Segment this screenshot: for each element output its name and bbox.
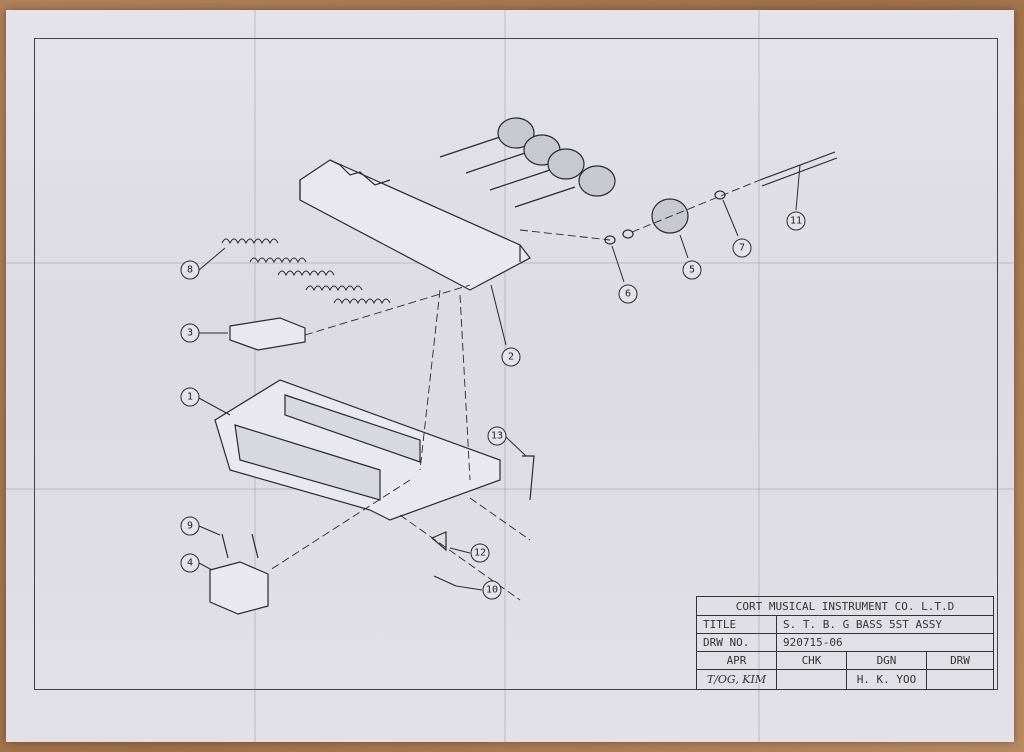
callout-8 — [180, 260, 200, 280]
apr-label: APR — [697, 652, 777, 669]
thumb-screws — [439, 117, 616, 208]
right-parts — [604, 151, 838, 245]
screw-10 — [433, 575, 457, 587]
drw-label: DRW — [950, 654, 970, 667]
callout-label: 13 — [491, 431, 503, 442]
callout-label: 10 — [486, 585, 498, 596]
tb-header-row: APR CHK DGN DRW — [697, 652, 993, 670]
screw-12 — [430, 531, 447, 552]
callout-label: 6 — [625, 289, 631, 300]
drw-no-label: DRW NO. — [697, 634, 777, 651]
callout-9 — [180, 516, 200, 536]
part-small-block — [209, 561, 269, 615]
tb-drwno-row: DRW NO. 920715-06 — [697, 634, 993, 652]
title-label: TITLE — [697, 616, 777, 633]
callout-12 — [470, 543, 490, 563]
callout-label: 8 — [187, 265, 193, 276]
callout-label: 12 — [474, 548, 486, 559]
company-name: CORT MUSICAL INSTRUMENT CO. L.T.D — [735, 599, 955, 613]
tb-title-row: TITLE S. T. B. G BASS 5ST ASSY — [697, 616, 993, 634]
tb-company-row: CORT MUSICAL INSTRUMENT CO. L.T.D — [697, 597, 993, 616]
callout-6 — [618, 284, 638, 304]
callout-10 — [482, 580, 502, 600]
fold-line — [254, 10, 256, 742]
fold-line — [504, 10, 506, 742]
dgn-label: DGN — [847, 652, 927, 669]
callout-1 — [180, 387, 200, 407]
callout-2 — [501, 347, 521, 367]
callout-11 — [786, 211, 806, 231]
springs — [221, 238, 391, 305]
part-block — [229, 317, 306, 351]
title-block: CORT MUSICAL INSTRUMENT CO. L.T.D TITLE … — [696, 596, 994, 690]
callout-label: 9 — [187, 521, 193, 532]
tb-sign-row: T/OG, KIM H. K. YOO — [697, 670, 993, 689]
callout-3 — [180, 323, 200, 343]
callout-13 — [487, 426, 507, 446]
chk-label: CHK — [777, 652, 847, 669]
callout-label: 3 — [187, 328, 193, 339]
callout-5 — [682, 260, 702, 280]
callout-4 — [180, 553, 200, 573]
drw-no-value: 920715-06 — [783, 636, 843, 649]
screws-9 — [221, 533, 259, 559]
callout-label: 7 — [739, 243, 745, 254]
callout-label: 11 — [790, 216, 802, 227]
callout-label: 2 — [508, 352, 514, 363]
callout-label: 4 — [187, 558, 193, 569]
fold-line — [6, 488, 1014, 490]
drw-value — [927, 670, 993, 689]
callout-label: 5 — [689, 265, 695, 276]
callout-label: 1 — [187, 392, 193, 403]
fold-line — [758, 10, 760, 742]
dgn-value: H. K. YOO — [847, 670, 927, 689]
apr-signature: T/OG, KIM — [697, 670, 777, 689]
part-bar — [299, 159, 531, 291]
drawing-border — [34, 38, 998, 690]
screw-13 — [522, 455, 535, 501]
title-value: S. T. B. G BASS 5ST ASSY — [783, 618, 942, 631]
chk-value — [777, 670, 847, 689]
part-base — [214, 379, 501, 521]
callout-7 — [732, 238, 752, 258]
